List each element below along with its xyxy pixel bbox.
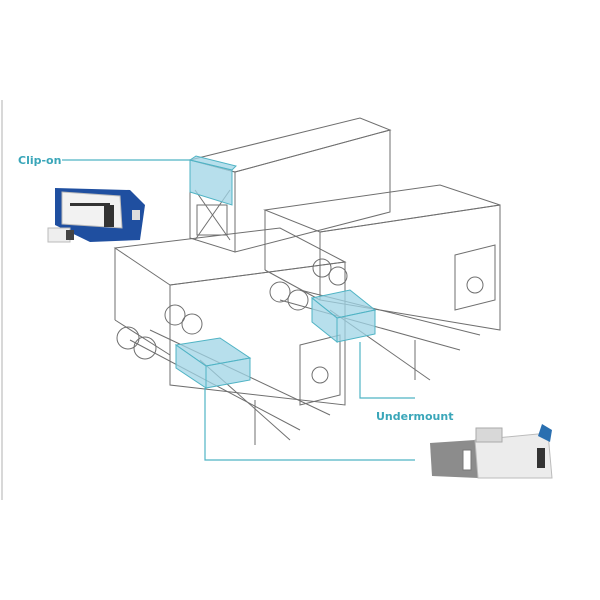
undermount-leader-line-front [204,388,415,461]
undermount-genset-image [430,424,553,479]
front-trailer [113,227,347,445]
undermount-leader-line-rear [359,342,415,399]
undermount-label: Undermount [376,410,453,423]
clip-on-unit-highlight [188,155,237,206]
undermount-unit-highlight-front [174,337,252,389]
undermount-unit-highlight-rear [310,289,377,344]
clip-on-genset-image [47,188,145,243]
clip-on-label: Clip-on [18,154,61,167]
